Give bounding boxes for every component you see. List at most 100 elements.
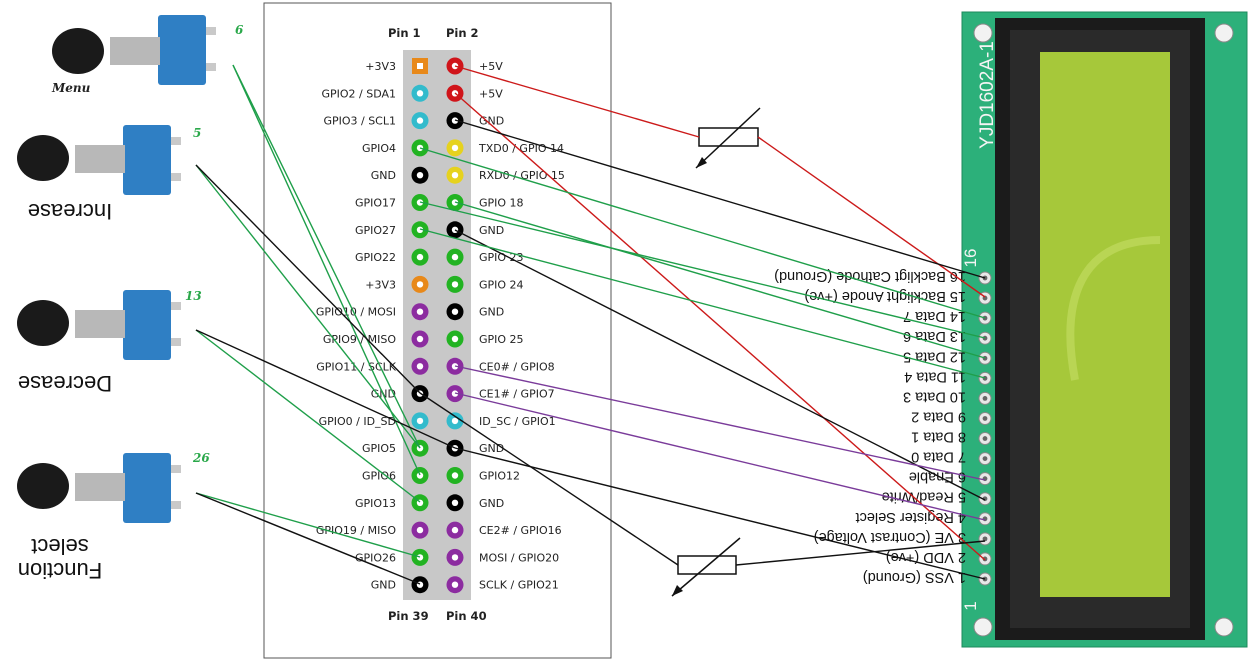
wire-decrease-to-gpio13 — [195, 329, 421, 503]
gpio-right-label: GND — [479, 115, 504, 128]
gpio-right-label: RXD0 / GPIO 15 — [479, 169, 565, 182]
pin-hole-icon — [417, 63, 423, 69]
button-collar-icon — [110, 37, 160, 65]
gpio-right-label: +5V — [479, 87, 503, 100]
pin-hole-icon — [982, 516, 988, 522]
menu-button — [52, 15, 216, 85]
pin-hole-icon — [416, 308, 424, 315]
lcd-pin-labels: 1 VSS (Ground)2 VDD (+ve)3 VE (Contrast … — [774, 268, 966, 585]
wire-5v-to-pot — [454, 65, 700, 138]
gpio-left-label: GPIO3 / SCL1 — [323, 115, 396, 128]
pin-hole-icon — [451, 499, 459, 506]
gpio-header-body — [403, 50, 471, 600]
button-terminal-icon — [171, 465, 181, 473]
pin-hole-icon — [416, 281, 424, 288]
button-body-icon — [123, 453, 171, 523]
button-terminal-icon — [171, 338, 181, 346]
decrease-button — [17, 290, 181, 360]
arrow-head-icon — [672, 585, 683, 596]
gpio-right-label: GND — [479, 497, 504, 510]
pin-hole-icon — [982, 556, 988, 562]
gpio-right-label: CE1# / GPIO7 — [479, 388, 555, 401]
lcd-pin-label: 3 VE (Contrast Voltage) — [814, 529, 966, 545]
wire-increase-gnd — [195, 164, 421, 394]
pin-hole-icon — [451, 526, 459, 534]
pin-hole-icon — [982, 375, 988, 381]
pin-hole-icon — [416, 526, 424, 534]
function-pin-number: 26 — [192, 451, 210, 465]
gpio-right-label: GPIO12 — [479, 470, 520, 483]
pin-hole-icon — [416, 226, 424, 233]
gpio-left-label: GPIO9 / MISO — [323, 333, 396, 346]
button-terminal-icon — [171, 173, 181, 181]
lcd-pin-label: 13 Data 6 — [903, 328, 966, 344]
gpio-right-label: GPIO 25 — [479, 333, 524, 346]
wire-gpio8-to-lcd6 — [454, 365, 986, 481]
pin-hole-icon — [416, 90, 424, 97]
gpio-right-label: SCLK / GPIO21 — [479, 579, 559, 592]
menu-button-label: Menu — [51, 81, 91, 95]
wire-menu-to-gpio6 — [232, 64, 421, 476]
lcd-pin-label: 5 Read/Write — [882, 489, 966, 505]
gpio-left-label: GPIO2 / SDA1 — [321, 87, 396, 100]
lcd-pin-label: 9 Data 2 — [911, 408, 966, 424]
decrease-button-label: Decrease — [18, 371, 112, 396]
gpio-right-label: GND — [479, 306, 504, 319]
gpio-left-label: GPIO27 — [355, 224, 396, 237]
wire-function-to-gpio26 — [195, 492, 421, 558]
wire-gpio17-to-lcd13 — [419, 201, 986, 339]
lcd-pin-label: 16 Backligt Cathode (Ground) — [774, 268, 966, 284]
lcd-pin-label: 15 Backlight Anode (+ve) — [804, 288, 966, 304]
button-collar-icon — [75, 473, 125, 501]
lcd-pin-label: 7 Data 0 — [911, 449, 966, 465]
mount-hole-icon — [1214, 23, 1234, 43]
pin-hole-icon — [982, 436, 988, 441]
wire-gpio4-to-lcd14 — [419, 147, 986, 319]
wire-gnd-to-lcd16 — [454, 119, 986, 279]
gpio-right-label: CE0# / GPIO8 — [479, 360, 555, 373]
pin-hole-icon — [451, 417, 459, 425]
pin-hole-icon — [451, 172, 459, 179]
resistor-icon — [677, 555, 737, 575]
pin-hole-icon — [982, 396, 988, 401]
pin-hole-icon — [451, 554, 459, 561]
gpio-right-label: CE2# / GPIO16 — [479, 524, 562, 537]
pin-hole-icon — [982, 355, 988, 361]
lcd-pin-label: 11 Data 4 — [904, 368, 966, 384]
lcd-pin-label: 14 Data 7 — [903, 308, 966, 324]
button-body-icon — [123, 290, 171, 360]
gpio-right-label: GND — [479, 224, 504, 237]
mount-hole-icon — [973, 23, 993, 43]
pin-hole-icon — [416, 472, 424, 479]
pin-hole-icon — [416, 554, 424, 561]
button-terminal-icon — [171, 137, 181, 145]
lcd-pin-label: 1 VSS (Ground) — [863, 569, 966, 585]
gpio-right-label: +5V — [479, 60, 503, 73]
lcd-module: YJD1602A-1 16 1 — [961, 11, 1248, 648]
wire-gnd-to-pot — [419, 392, 679, 566]
increase-pin-number: 5 — [193, 126, 201, 140]
pin-hole-icon — [982, 536, 988, 542]
pin-hole-icon — [416, 335, 424, 343]
wire-5v-to-lcd2 — [454, 92, 986, 561]
lcd-pin-label: 8 Data 1 — [911, 429, 966, 445]
pin-hole-icon — [451, 581, 459, 588]
gpio-left-label: GPIO13 — [355, 497, 396, 510]
gpio-right-label: ID_SC / GPIO1 — [479, 415, 556, 428]
mount-hole-icon — [1214, 617, 1234, 637]
pin-hole-icon — [451, 144, 459, 152]
decrease-pin-number: 13 — [185, 289, 202, 303]
gpio-right-label: GND — [479, 442, 504, 455]
lcd-model-label: YJD1602A-1 — [977, 41, 998, 149]
pin-hole-icon — [451, 226, 459, 233]
mount-hole-icon — [973, 617, 993, 637]
arrow-head-icon — [696, 157, 707, 168]
function-select-button-label: Functionselect — [18, 534, 102, 583]
pin-hole-icon — [451, 281, 459, 288]
lcd-pin-label: 12 Data 5 — [903, 348, 966, 364]
gpio-right-label: GPIO 18 — [479, 197, 524, 210]
gpio-left-label: GPIO10 / MOSI — [316, 306, 396, 319]
contrast-potentiometer — [671, 537, 741, 597]
pin-hole-icon — [416, 117, 424, 124]
